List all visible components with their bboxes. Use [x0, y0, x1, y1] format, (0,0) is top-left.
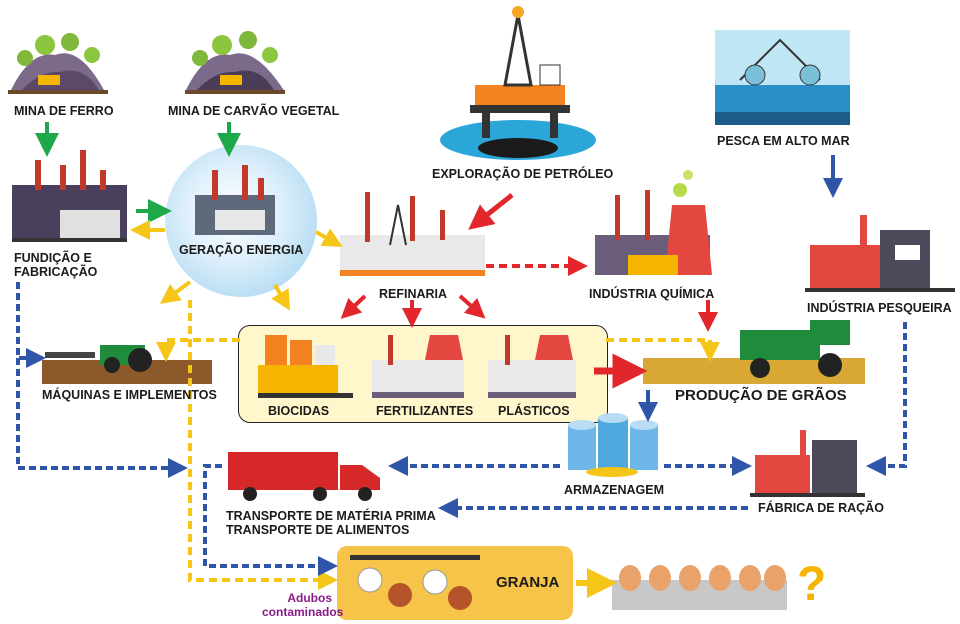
label-adubos-line1: Adubos — [287, 591, 332, 605]
arrow-energia-maquinas — [159, 280, 192, 304]
label-fundicao: FUNDIÇÃO E FABRICAÇÃO — [14, 251, 97, 279]
fertilizer-icon — [372, 335, 464, 398]
foundry-icon — [12, 150, 127, 242]
chicken-coop-icon — [350, 555, 480, 610]
label-maquinas: MÁQUINAS E IMPLEMENTOS — [42, 388, 217, 402]
tractor-icon — [42, 345, 212, 384]
label-refinaria: REFINARIA — [379, 287, 448, 301]
label-fabrica-racao: FÁBRICA DE RAÇÃO — [758, 501, 884, 515]
label-fundicao-line1: FUNDIÇÃO E — [14, 251, 92, 265]
biocide-icon — [258, 335, 353, 398]
arrow-energia-granja-dashed — [188, 300, 338, 590]
truck-icon — [228, 452, 380, 501]
arrow-energia-refinaria — [315, 228, 343, 247]
plastic-icon — [488, 335, 576, 398]
label-armazenagem: ARMAZENAGEM — [564, 483, 664, 497]
label-industria-quimica: INDÚSTRIA QUÍMICA — [589, 287, 715, 301]
power-plant-icon — [195, 165, 275, 235]
eggs-icon — [612, 565, 787, 610]
coal-mine-icon — [185, 31, 285, 94]
feed-factory-icon — [750, 430, 865, 497]
fish-factory-icon — [805, 215, 955, 292]
label-mina-ferro: MINA DE FERRO — [14, 104, 114, 118]
label-plasticos: PLÁSTICOS — [498, 404, 570, 418]
arrow-fundicao-maquinas — [16, 282, 46, 368]
arrow-energia-maquinas-dashed — [156, 338, 240, 362]
label-transporte: TRANSPORTE DE MATÉRIA PRIMA TRANSPORTE D… — [226, 509, 436, 537]
arrow-petroleo-refinaria — [468, 193, 514, 230]
refinery-icon — [340, 192, 485, 276]
label-adubos-line2: contaminados — [262, 605, 344, 619]
label-exploracao-petroleo: EXPLORAÇÃO DE PETRÓLEO — [432, 167, 614, 181]
oil-rig-icon — [440, 6, 596, 160]
arrow-produtos-graos-dashed — [606, 338, 720, 362]
label-biocidas: BIOCIDAS — [268, 404, 330, 418]
label-granja: GRANJA — [496, 574, 560, 591]
arrow-transporte-granja — [203, 464, 338, 576]
arrow-pesqueira-racao — [866, 322, 907, 476]
label-transporte-line2: TRANSPORTE DE ALIMENTOS — [226, 523, 410, 537]
harvester-icon — [643, 320, 865, 384]
label-geracao-energia: GERAÇÃO ENERGIA — [179, 243, 304, 257]
silo-icon — [568, 413, 658, 477]
label-transporte-line1: TRANSPORTE DE MATÉRIA PRIMA — [226, 509, 436, 523]
mine-icon — [8, 33, 108, 94]
question-mark: ? — [797, 558, 827, 611]
arrow-refinaria-biocidas — [340, 294, 367, 319]
label-fertilizantes: FERTILIZANTES — [376, 404, 474, 418]
label-pesca: PESCA EM ALTO MAR — [717, 134, 850, 148]
label-fundicao-line2: FABRICAÇÃO — [14, 265, 98, 279]
label-industria-pesqueira: INDÚSTRIA PESQUEIRA — [807, 301, 952, 315]
arrow-fundicao-transporte — [16, 358, 188, 478]
arrow-refinaria-plasticos — [458, 294, 486, 319]
label-mina-carvao: MINA DE CARVÃO VEGETAL — [168, 104, 340, 118]
label-adubos: Adubos contaminados — [262, 591, 344, 619]
chemical-plant-icon — [595, 170, 712, 275]
arrow-energia-produtos — [271, 283, 291, 311]
fishing-icon — [715, 30, 850, 125]
label-producao-graos: PRODUÇÃO DE GRÃOS — [675, 387, 847, 404]
